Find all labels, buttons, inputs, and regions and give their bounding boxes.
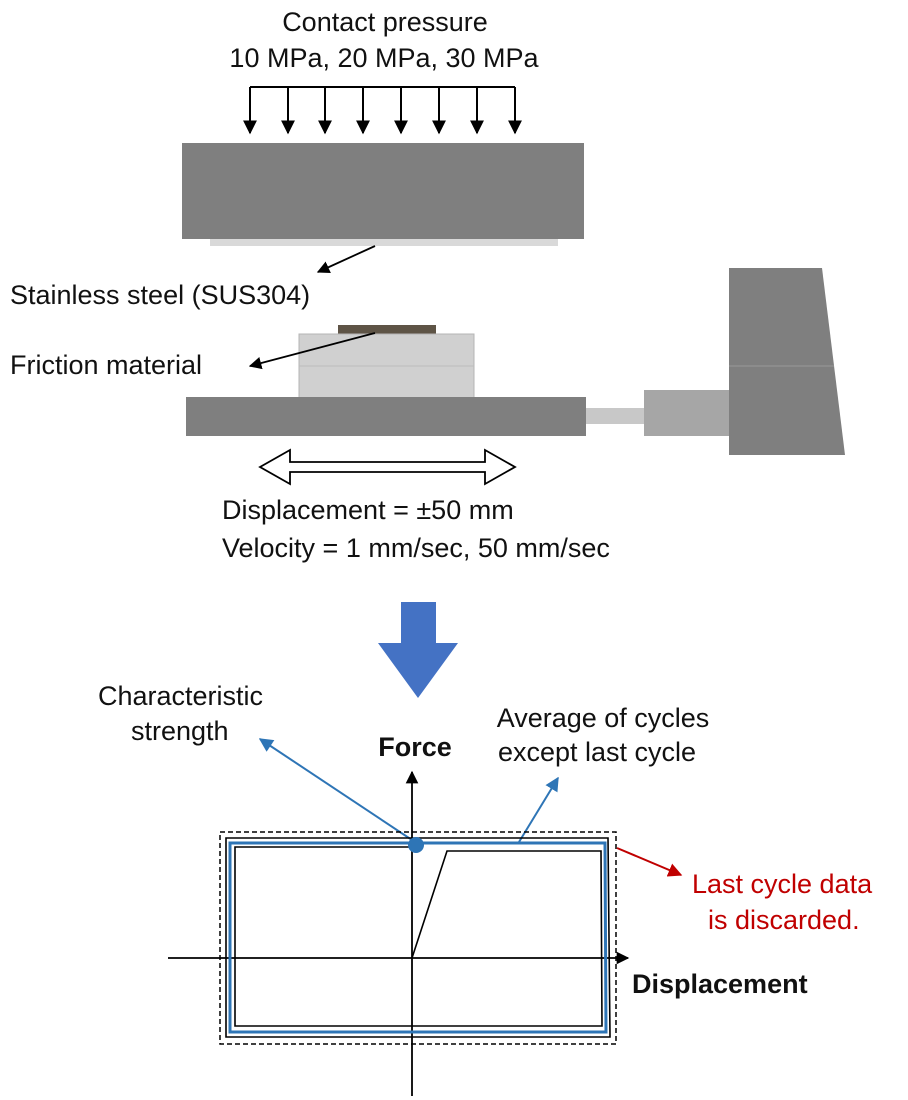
friction-leader-line <box>248 332 376 370</box>
down-arrow-icon <box>378 602 458 698</box>
characteristic-strength-point <box>408 837 424 853</box>
sliding-table <box>186 397 586 436</box>
hysteresis-loop-inner <box>234 846 603 1027</box>
stainless-steel-plate <box>338 325 436 335</box>
average-line1: Average of cycles <box>497 703 710 733</box>
displacement-double-arrow <box>258 448 517 486</box>
pressure-title: Contact pressure <box>282 7 488 37</box>
steel-label: Stainless steel (SUS304) <box>10 280 310 310</box>
stainless-steel-plate-top <box>210 239 558 246</box>
friction-label: Friction material <box>10 350 202 380</box>
char-strength-pointer <box>258 738 413 841</box>
last-cycle-pointer <box>616 847 683 877</box>
upper-loading-block <box>182 143 584 239</box>
pressure-values: 10 MPa, 20 MPa, 30 MPa <box>229 43 539 73</box>
char-strength-line1: Characteristic <box>98 681 263 711</box>
average-line2: except last cycle <box>498 737 696 767</box>
char-strength-line2: strength <box>131 716 229 746</box>
actuator-frame <box>729 268 845 455</box>
velocity-label: Velocity = 1 mm/sec, 50 mm/sec <box>222 533 610 563</box>
displacement-label: Displacement = ±50 mm <box>222 495 514 525</box>
steel-leader-line <box>316 245 376 274</box>
last-cycle-line1: Last cycle data <box>692 869 873 899</box>
force-axis-label: Force <box>378 732 452 762</box>
pressure-arrows <box>243 86 522 135</box>
actuator-rod <box>586 408 646 424</box>
hysteresis-loop-average <box>228 841 608 1034</box>
actuator-body <box>644 390 730 436</box>
last-cycle-line2: is discarded. <box>708 905 860 935</box>
displacement-axis-label: Displacement <box>632 969 808 999</box>
hysteresis-loop-outer <box>225 837 611 1038</box>
